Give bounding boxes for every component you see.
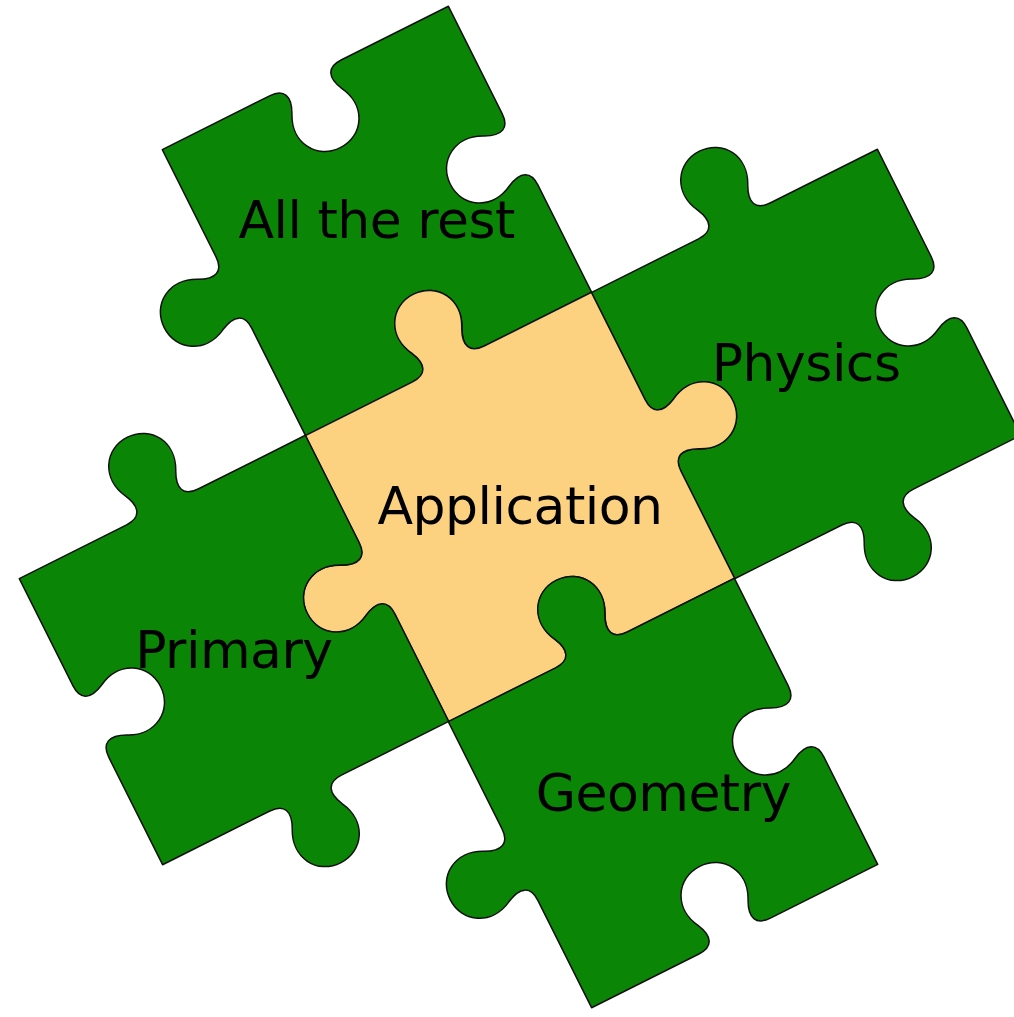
piece-label: All the rest [238,192,515,249]
piece-shape [344,509,878,1017]
piece-label: Application [377,478,662,535]
piece-shape [0,366,483,935]
piece-label: Physics [712,335,901,392]
piece-label: Primary [135,622,332,679]
puzzle-piece: Geometry [443,573,883,1013]
piece-label: Geometry [536,765,791,822]
